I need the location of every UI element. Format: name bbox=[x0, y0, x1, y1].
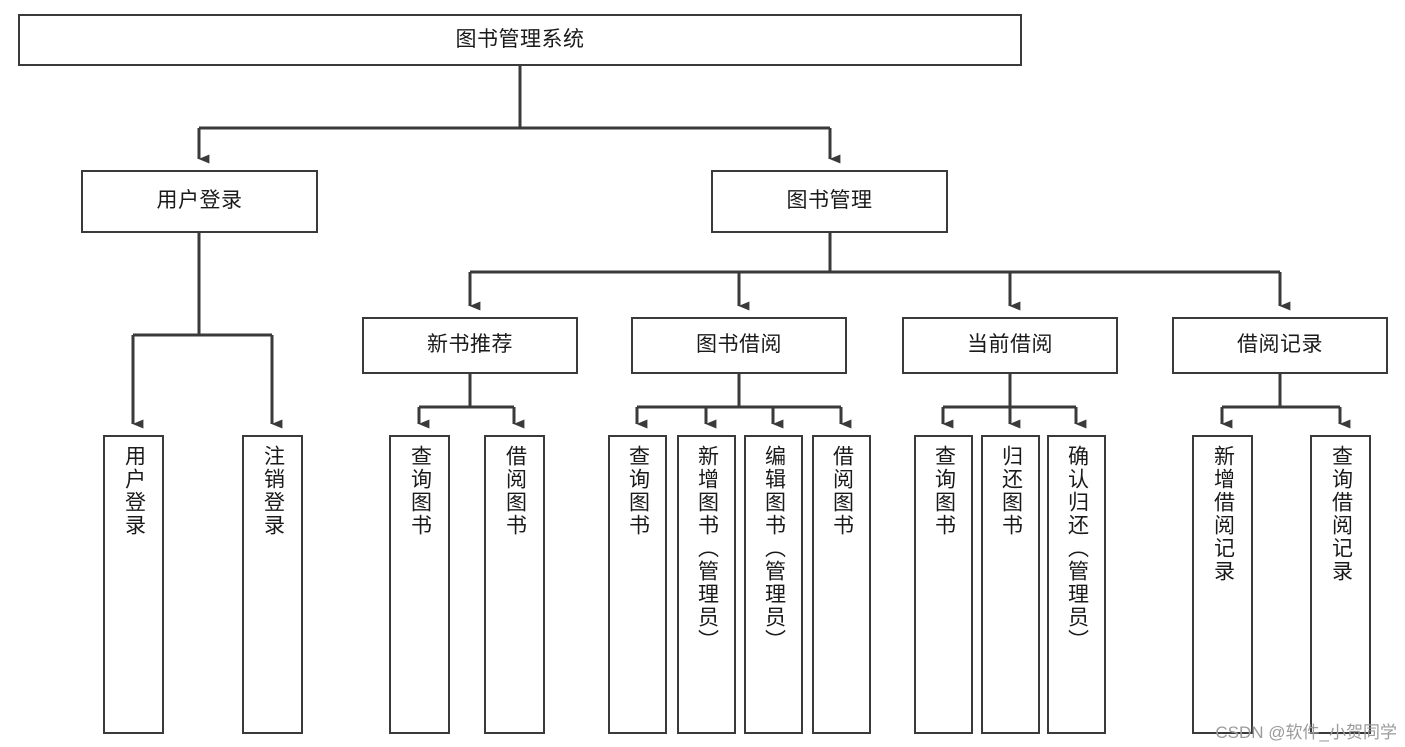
node-user-login[interactable]: 用户登录 bbox=[81, 170, 318, 233]
node-label-leaf-borrow-book-bor: 借阅图书 bbox=[830, 445, 854, 537]
node-label-leaf-query-book-rec: 查询图书 bbox=[408, 445, 432, 537]
node-leaf-borrow-book-rec[interactable]: 借阅图书 bbox=[484, 435, 545, 734]
node-leaf-add-book-admin[interactable]: 新增图书（管理员） bbox=[677, 435, 736, 734]
node-book-borrow[interactable]: 图书借阅 bbox=[631, 317, 847, 374]
node-label-leaf-add-book-admin: 新增图书（管理员） bbox=[695, 445, 719, 652]
node-label-root: 图书管理系统 bbox=[455, 27, 585, 51]
node-label-leaf-query-book-bor: 查询图书 bbox=[626, 445, 650, 537]
node-leaf-borrow-book-bor[interactable]: 借阅图书 bbox=[812, 435, 871, 734]
node-leaf-confirm-return[interactable]: 确认归还（管理员） bbox=[1047, 435, 1106, 734]
csdn-watermark: CSDN @软件_小贺同学 bbox=[1215, 723, 1397, 742]
node-label-leaf-add-borrow-rec: 新增借阅记录 bbox=[1211, 445, 1235, 583]
node-current-borrow[interactable]: 当前借阅 bbox=[902, 317, 1118, 374]
node-label-leaf-confirm-return: 确认归还（管理员） bbox=[1065, 445, 1089, 652]
node-label-leaf-return-book: 归还图书 bbox=[999, 445, 1023, 537]
node-new-book-recommend[interactable]: 新书推荐 bbox=[362, 317, 578, 374]
node-label-borrow-record: 借阅记录 bbox=[1237, 333, 1323, 357]
node-book-manage[interactable]: 图书管理 bbox=[711, 170, 948, 233]
node-label-leaf-logout-login: 注销登录 bbox=[261, 445, 285, 537]
node-leaf-add-borrow-rec[interactable]: 新增借阅记录 bbox=[1192, 435, 1253, 734]
node-label-book-borrow: 图书借阅 bbox=[696, 333, 782, 357]
node-label-leaf-query-book-cur: 查询图书 bbox=[932, 445, 956, 537]
node-leaf-query-book-cur[interactable]: 查询图书 bbox=[914, 435, 973, 734]
node-root[interactable]: 图书管理系统 bbox=[18, 14, 1022, 66]
node-leaf-edit-book-admin[interactable]: 编辑图书（管理员） bbox=[744, 435, 803, 734]
node-label-user-login: 用户登录 bbox=[156, 189, 243, 213]
node-label-new-book-recommend: 新书推荐 bbox=[427, 333, 513, 357]
node-label-book-manage: 图书管理 bbox=[786, 189, 873, 213]
node-label-leaf-borrow-book-rec: 借阅图书 bbox=[503, 445, 527, 537]
node-label-leaf-user-login: 用户登录 bbox=[122, 445, 146, 537]
node-leaf-query-book-rec[interactable]: 查询图书 bbox=[389, 435, 450, 734]
node-label-leaf-query-borrow-rec: 查询借阅记录 bbox=[1329, 445, 1353, 583]
node-leaf-return-book[interactable]: 归还图书 bbox=[981, 435, 1040, 734]
node-leaf-query-book-bor[interactable]: 查询图书 bbox=[608, 435, 667, 734]
node-label-leaf-edit-book-admin: 编辑图书（管理员） bbox=[762, 445, 786, 652]
node-borrow-record[interactable]: 借阅记录 bbox=[1172, 317, 1388, 374]
node-leaf-logout-login[interactable]: 注销登录 bbox=[242, 435, 303, 734]
node-leaf-query-borrow-rec[interactable]: 查询借阅记录 bbox=[1310, 435, 1371, 734]
node-leaf-user-login[interactable]: 用户登录 bbox=[103, 435, 164, 734]
node-label-current-borrow: 当前借阅 bbox=[967, 333, 1053, 357]
